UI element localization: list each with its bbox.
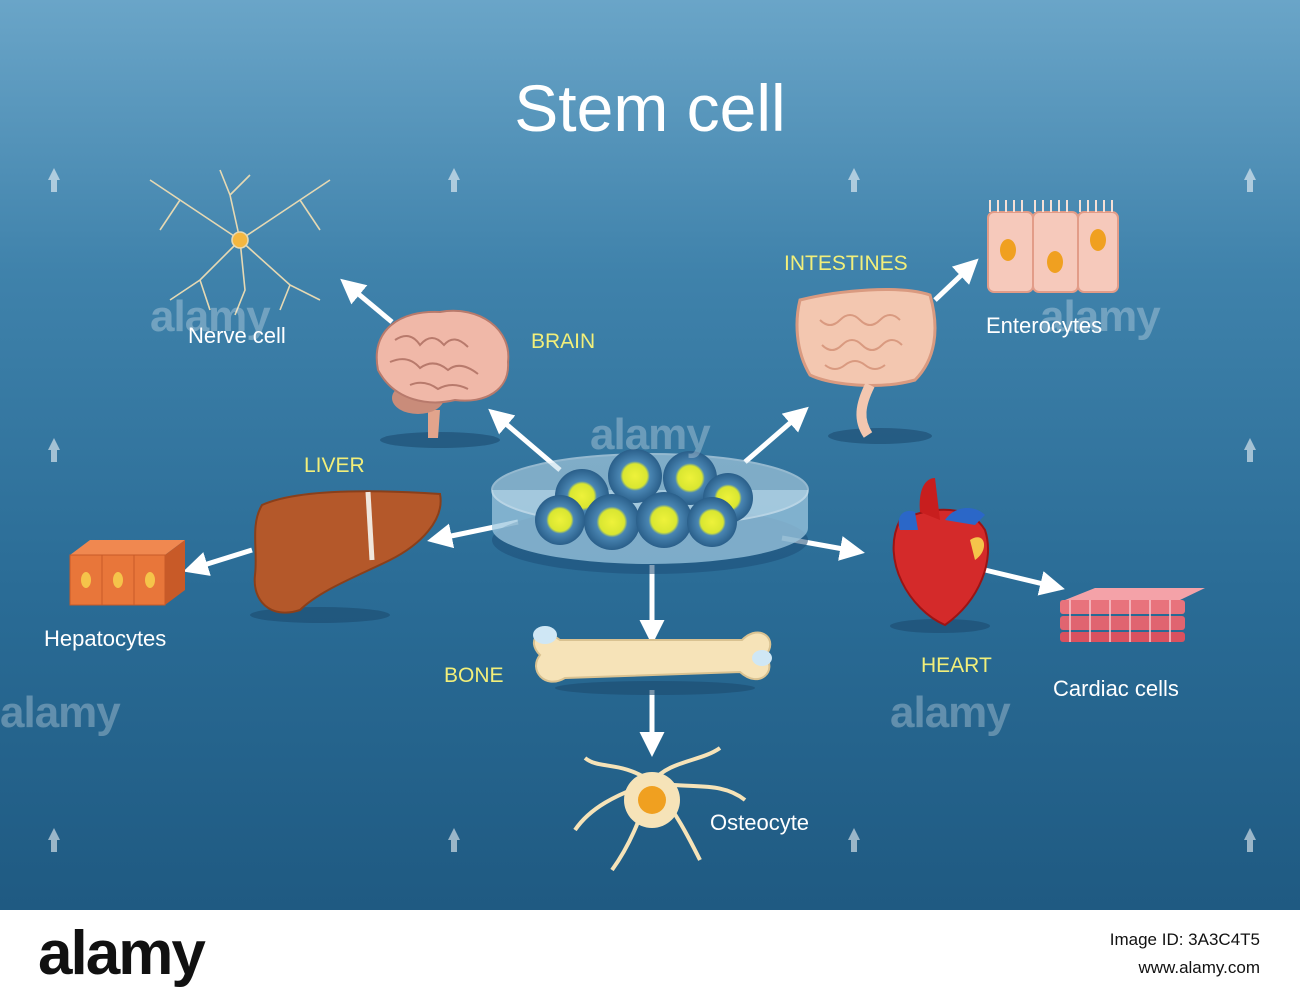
nerve-cell — [149, 169, 331, 316]
hepatocytes-cells — [69, 540, 185, 606]
petri-dish — [491, 449, 809, 574]
label-cardiac-cells: Cardiac cells — [1053, 676, 1179, 701]
footer-site: www.alamy.com — [1138, 958, 1260, 977]
watermark-text: alamy — [0, 688, 121, 737]
label-osteocyte: Osteocyte — [710, 810, 810, 835]
label-heart: HEART — [921, 654, 992, 677]
watermark-text: alamy — [150, 292, 271, 341]
page-title: Stem cell — [514, 71, 786, 145]
watermark-text: alamy — [890, 688, 1011, 737]
diagram-canvas: Stem cell BRAIN INTESTINES LIVER BONE HE… — [0, 0, 1300, 910]
footer-brand-logo: alamy — [38, 919, 206, 988]
footer-image-id: Image ID: 3A3C4T5 — [1109, 930, 1260, 949]
osteocyte-cell — [573, 746, 747, 872]
arrow-heart-to-cardiac — [984, 567, 1065, 596]
watermark-marks — [48, 168, 1256, 852]
watermark-text: alamy — [1040, 292, 1161, 341]
illustration-layer — [48, 168, 1256, 872]
label-enterocytes: Enterocytes — [986, 313, 1103, 338]
arrow-intestines-to-enterocytes — [933, 258, 979, 302]
label-brain: BRAIN — [531, 330, 596, 353]
label-nerve-cell: Nerve cell — [188, 323, 286, 348]
arrow-to-intestines — [743, 406, 809, 464]
enterocytes-cells — [987, 200, 1119, 293]
label-bone: BONE — [444, 664, 504, 687]
cardiac-cells — [1060, 588, 1205, 642]
label-hepatocytes: Hepatocytes — [44, 626, 167, 651]
intestines-organ — [795, 288, 937, 444]
bone-organ — [533, 626, 772, 695]
arrow-to-brain — [488, 408, 562, 472]
brain-organ — [375, 309, 510, 448]
footer-bar: alamy Image ID: 3A3C4T5 www.alamy.com — [0, 910, 1300, 1000]
label-liver: LIVER — [304, 454, 365, 477]
liver-organ — [250, 490, 442, 623]
label-intestines: INTESTINES — [784, 252, 908, 275]
arrow-liver-to-hepatocytes — [183, 547, 253, 576]
stem-cell-cluster — [535, 449, 753, 550]
arrow-brain-to-nerve — [340, 278, 394, 324]
heart-organ — [890, 478, 990, 633]
watermark-text: alamy — [590, 410, 711, 459]
